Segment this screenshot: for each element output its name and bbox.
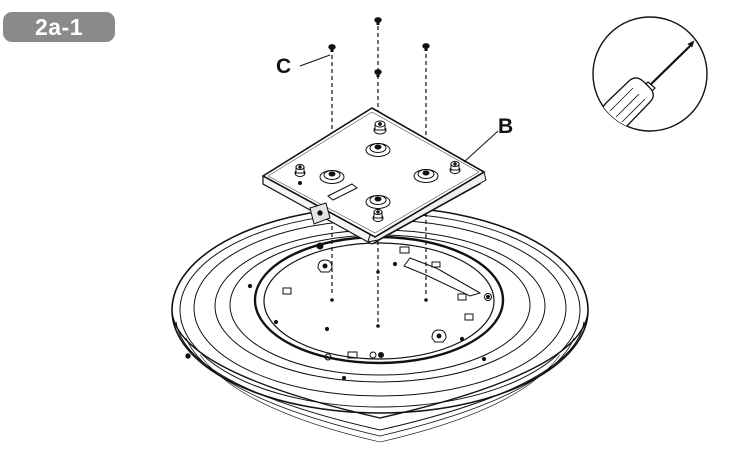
screw xyxy=(374,17,382,25)
screw xyxy=(422,43,430,51)
mounting-plate xyxy=(261,107,487,245)
boss xyxy=(365,143,391,157)
standoff xyxy=(449,160,461,174)
screw xyxy=(374,69,382,77)
callout-c-leader xyxy=(299,54,331,67)
screw xyxy=(328,44,336,52)
screws xyxy=(328,17,430,77)
target-holes xyxy=(330,270,428,328)
boss xyxy=(319,170,345,184)
callout-b-leader xyxy=(463,130,499,163)
step-badge: 2a-1 xyxy=(3,12,115,42)
standoff xyxy=(372,208,384,222)
boss xyxy=(365,195,391,209)
screwdriver-icon xyxy=(592,16,708,132)
plate-bosses xyxy=(294,120,461,222)
base-features xyxy=(185,242,492,381)
callout-b: B xyxy=(498,115,514,138)
lamp-base xyxy=(171,206,589,443)
callout-c: C xyxy=(276,55,292,78)
standoff xyxy=(373,120,387,135)
boss xyxy=(413,169,439,183)
standoff xyxy=(294,163,306,177)
